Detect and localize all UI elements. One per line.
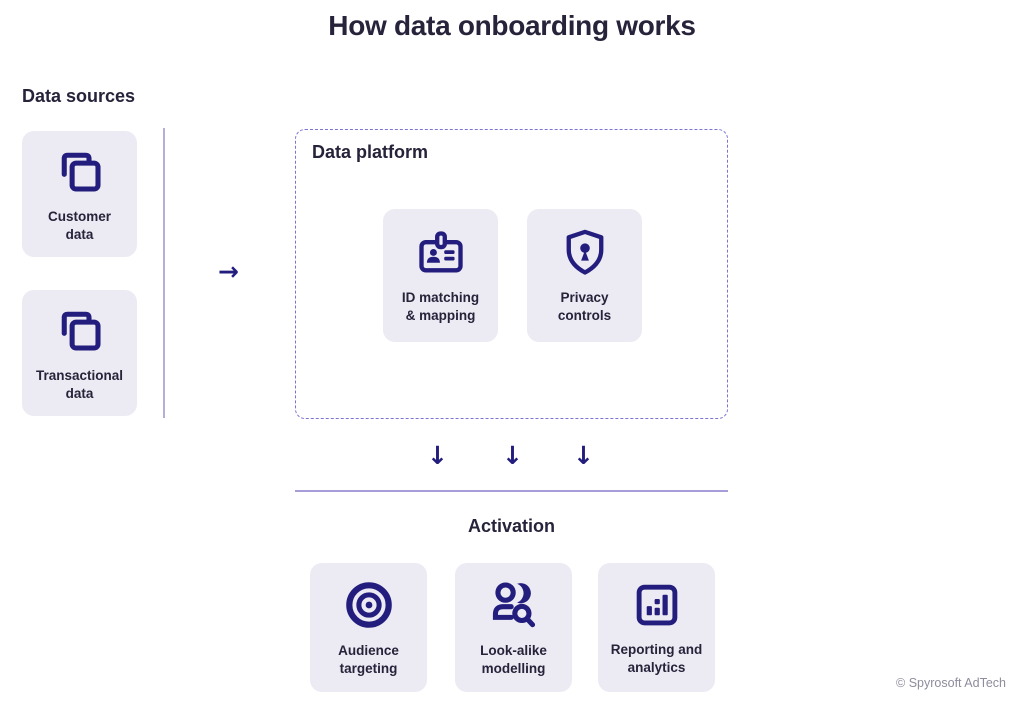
audience-targeting-card: Audience targeting xyxy=(310,563,427,692)
customer-data-card: Customer data xyxy=(22,131,137,257)
target-icon xyxy=(342,578,396,632)
down-arrow-icon: ↓ xyxy=(573,441,594,470)
card-label: Customer data xyxy=(47,209,111,242)
card-label: Privacy controls xyxy=(557,289,612,323)
activation-divider-line xyxy=(295,490,728,492)
copy-icon xyxy=(53,144,107,198)
data-sources-heading: Data sources xyxy=(22,86,136,106)
sources-divider-line xyxy=(163,128,165,418)
page-title: How data onboarding works xyxy=(328,10,696,41)
reporting-analytics-card: Reporting and analytics xyxy=(598,563,715,692)
shield-icon xyxy=(559,227,611,279)
footer-credit: © Spyrosoft AdTech xyxy=(896,676,1006,690)
card-label: Audience targeting xyxy=(338,642,399,676)
transactional-data-card: Transactional data xyxy=(22,290,137,416)
copy-icon xyxy=(53,303,107,357)
id-badge-icon xyxy=(415,227,467,279)
card-label: ID matching & mapping xyxy=(401,289,480,323)
down-arrow-icon: ↓ xyxy=(427,441,448,470)
card-label: Reporting and analytics xyxy=(610,641,703,675)
lookalike-modelling-card: Look-alike modelling xyxy=(455,563,572,692)
card-label: Transactional data xyxy=(35,368,124,401)
right-arrow-icon: → xyxy=(218,257,239,286)
privacy-controls-card: Privacy controls xyxy=(527,209,642,342)
bar-chart-icon xyxy=(631,579,683,631)
data-platform-heading: Data platform xyxy=(312,142,429,162)
activation-heading: Activation xyxy=(467,516,555,536)
people-search-icon xyxy=(487,578,541,632)
data-platform-box xyxy=(295,129,728,419)
card-label: Look-alike modelling xyxy=(480,642,547,676)
id-matching-card: ID matching & mapping xyxy=(383,209,498,342)
down-arrow-icon: ↓ xyxy=(502,441,523,470)
